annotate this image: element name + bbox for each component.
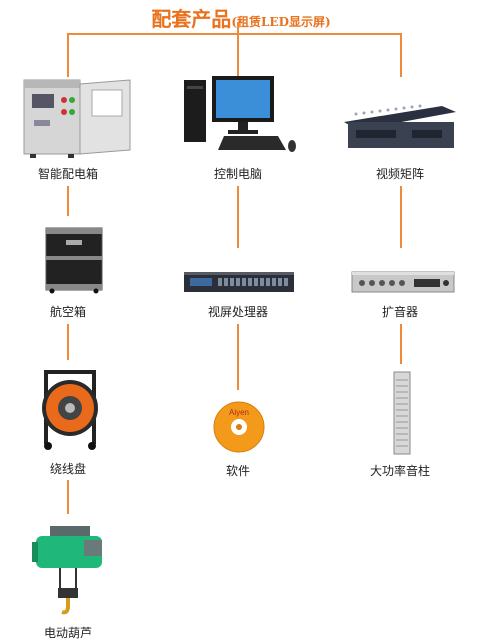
col1-connector-3 <box>67 480 69 514</box>
title-main: 配套产品 <box>151 7 232 31</box>
software-disc-text: Aiyen <box>229 408 249 417</box>
amplifier-image <box>351 271 455 293</box>
flight-case-image <box>45 227 103 294</box>
video-processor-image <box>184 272 294 292</box>
col2-connector-1 <box>237 186 239 248</box>
col1-connector-2 <box>67 324 69 360</box>
electric-hoist-image <box>32 526 102 615</box>
label-column-speaker: 大功率音柱 <box>369 464 430 478</box>
column-speaker-image <box>393 371 411 455</box>
label-video-matrix: 视频矩阵 <box>375 167 424 181</box>
col3-top-drop <box>400 33 402 77</box>
title-stem-line <box>237 22 239 34</box>
diagram-title: 配套产品(租赁LED显示屏) <box>0 3 482 32</box>
video-matrix-image <box>344 104 456 148</box>
top-horizontal-line <box>67 33 402 35</box>
cable-reel-image <box>42 370 98 450</box>
label-electric-hoist: 电动葫芦 <box>43 626 92 640</box>
col1-top-drop <box>67 33 69 77</box>
label-software: 软件 <box>225 464 250 478</box>
col3-connector-2 <box>400 324 402 364</box>
label-flight-case: 航空箱 <box>49 305 86 319</box>
col1-connector-1 <box>67 186 69 216</box>
title-subtitle: (租赁LED显示屏) <box>231 15 331 29</box>
label-video-processor: 视屏处理器 <box>207 305 268 319</box>
label-control-computer: 控制电脑 <box>213 167 262 181</box>
control-computer-image <box>184 76 296 152</box>
col3-connector-1 <box>400 186 402 248</box>
col2-top-drop <box>237 33 239 77</box>
label-amplifier: 扩音器 <box>381 305 418 319</box>
col2-connector-2 <box>237 324 239 390</box>
label-cable-reel: 绕线盘 <box>49 462 86 476</box>
label-distribution-cabinet: 智能配电箱 <box>37 167 98 181</box>
software-disc-image: Aiyen <box>213 401 265 453</box>
distribution-cabinet-image <box>23 79 131 158</box>
